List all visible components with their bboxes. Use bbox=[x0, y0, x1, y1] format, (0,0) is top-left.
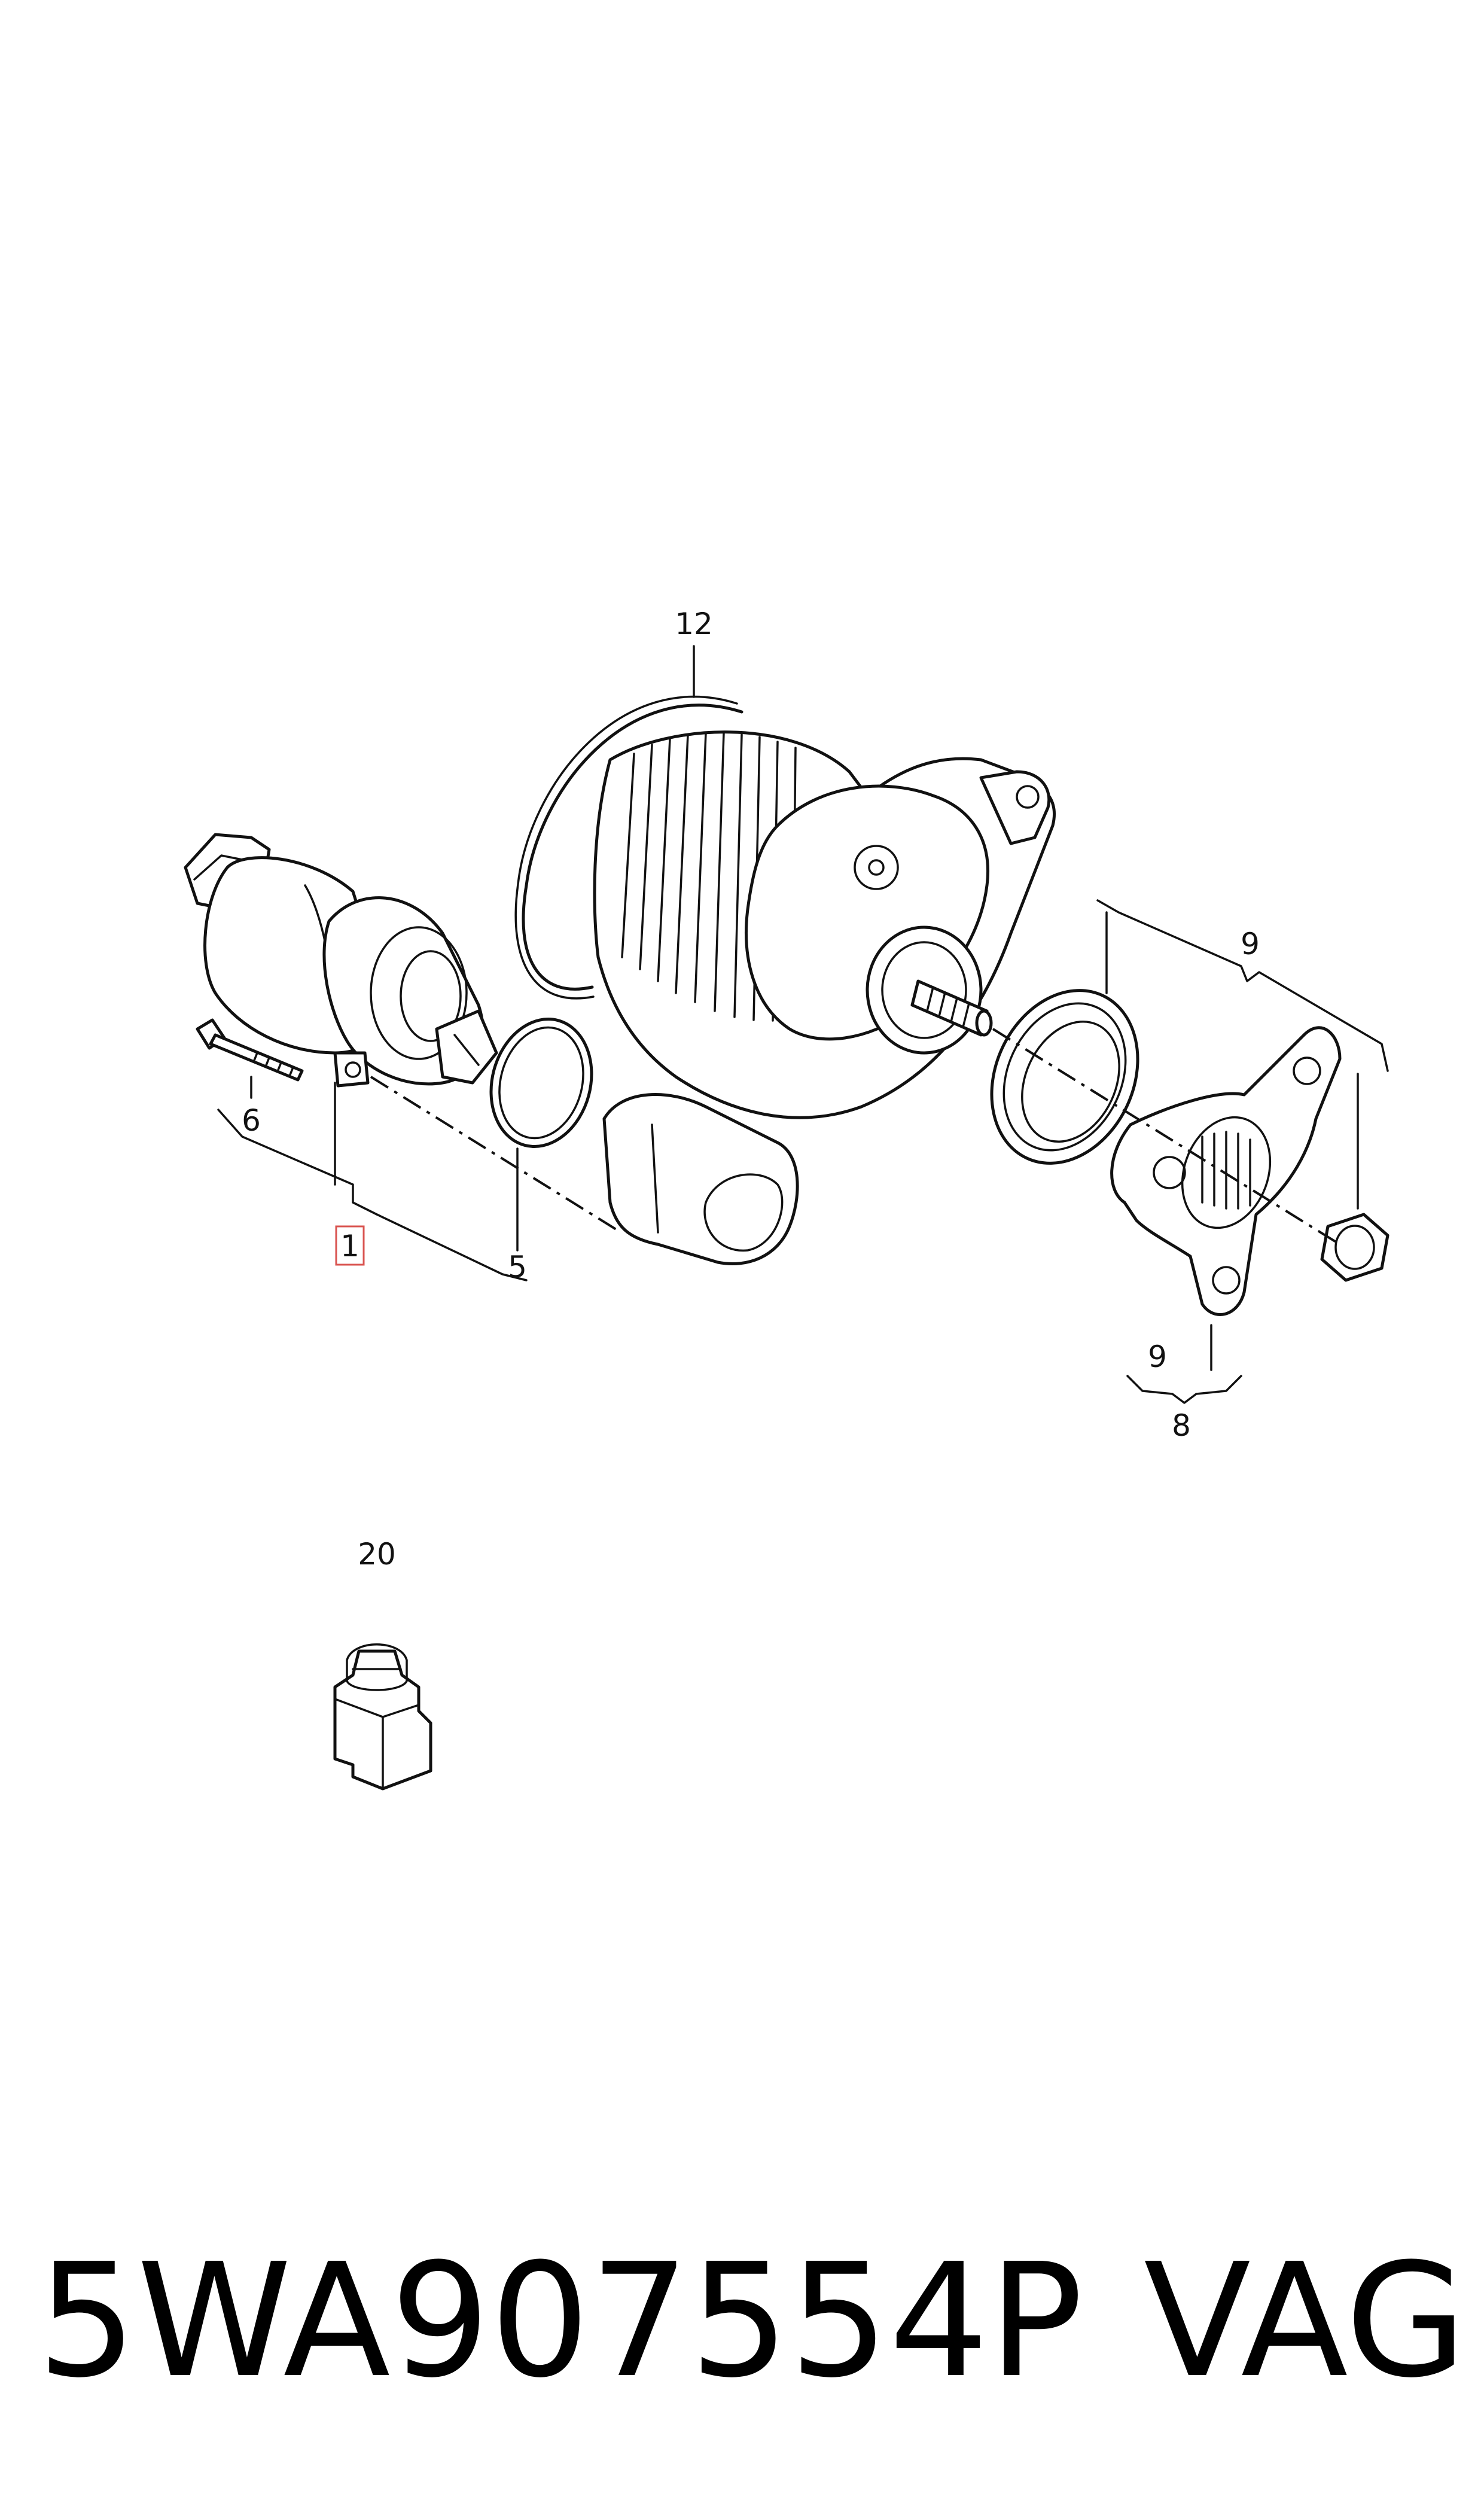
part-12-seal-ring bbox=[514, 695, 743, 1000]
footer-caption: 5WA907554P VAG bbox=[37, 2230, 1467, 2412]
callout-1[interactable]: 1 bbox=[340, 1229, 359, 1263]
callout-12[interactable]: 12 bbox=[675, 607, 713, 641]
shaft-seal bbox=[990, 989, 1139, 1165]
part-number: 5WA907554P bbox=[37, 2230, 1083, 2412]
part-20-fluid-bottle bbox=[333, 1643, 432, 1791]
part-8-flange bbox=[1110, 1026, 1342, 1316]
callouts: 12 6 1 5 9 9 8 20 bbox=[242, 607, 1260, 1572]
callout-8[interactable]: 8 bbox=[1172, 1408, 1191, 1443]
main-housing bbox=[593, 730, 1056, 1265]
callout-20[interactable]: 20 bbox=[358, 1537, 396, 1572]
part-1-actuator-motor bbox=[184, 833, 498, 1088]
brand-name: VAG bbox=[1144, 2230, 1467, 2412]
callout-9-bottom[interactable]: 9 bbox=[1148, 1339, 1167, 1374]
highlight-box-part-1 bbox=[335, 1225, 365, 1266]
part-6-bolt bbox=[196, 1018, 304, 1082]
callout-5[interactable]: 5 bbox=[508, 1250, 527, 1284]
center-line bbox=[370, 1028, 1341, 1246]
leader-lines bbox=[217, 645, 1389, 1404]
part-9-nut bbox=[1320, 1213, 1389, 1282]
callout-9-top[interactable]: 9 bbox=[1241, 927, 1260, 961]
callout-6[interactable]: 6 bbox=[242, 1103, 261, 1138]
part-5-o-ring bbox=[489, 1018, 593, 1148]
